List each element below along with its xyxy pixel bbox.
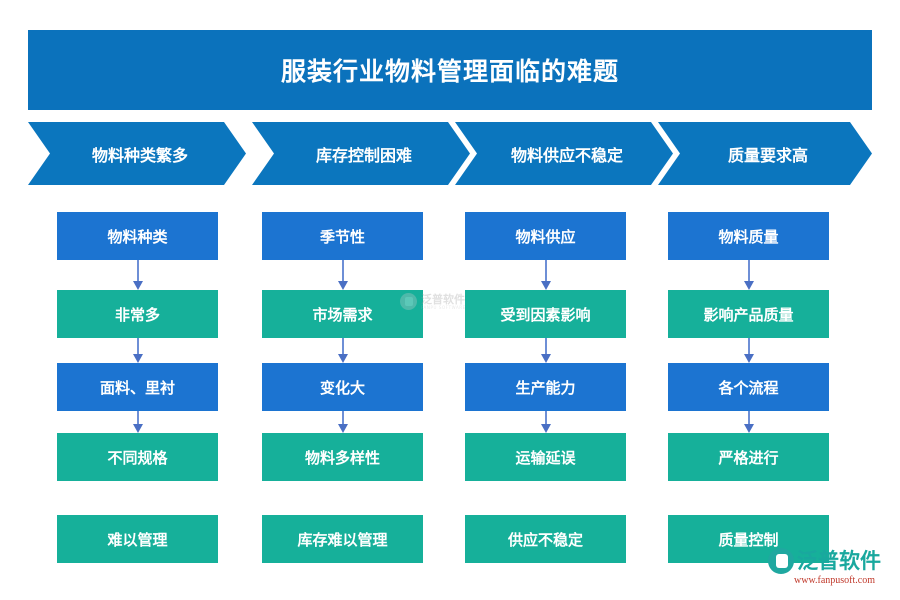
flow-box-c4-r5[interactable]: 质量控制 (668, 515, 829, 563)
flow-box-label: 库存难以管理 (297, 530, 388, 549)
brand-name: 泛普软件 (797, 548, 881, 573)
chevron-step-1[interactable]: 物料种类繁多 (28, 122, 246, 185)
chevron-step-2-label: 库存控制困难 (315, 145, 412, 165)
flow-box-c2-r2[interactable]: 市场需求 (262, 290, 423, 338)
arrow-down-icon (743, 260, 755, 290)
flow-box-c3-r3[interactable]: 生产能力 (465, 363, 626, 411)
chevron-step-3-label: 物料供应不稳定 (510, 145, 623, 165)
flow-box-c1-r2[interactable]: 非常多 (57, 290, 218, 338)
arrow-down-icon (132, 411, 144, 433)
flow-box-label: 非常多 (114, 305, 160, 324)
flow-box-c2-r4[interactable]: 物料多样性 (262, 433, 423, 481)
chevron-step-1-label: 物料种类繁多 (91, 145, 188, 165)
flow-box-label: 生产能力 (515, 378, 576, 397)
flow-box-label: 物料质量 (718, 227, 779, 246)
flow-box-label: 各个流程 (718, 378, 779, 397)
flow-box-label: 严格进行 (718, 448, 779, 467)
arrow-down-icon (132, 338, 144, 363)
flow-box-c2-r3[interactable]: 变化大 (262, 363, 423, 411)
flow-box-c3-r1[interactable]: 物料供应 (465, 212, 626, 260)
arrow-down-icon (540, 338, 552, 363)
flow-box-c1-r5[interactable]: 难以管理 (57, 515, 218, 563)
arrow-down-icon (337, 338, 349, 363)
flow-box-c3-r5[interactable]: 供应不稳定 (465, 515, 626, 563)
arrow-down-icon (337, 411, 349, 433)
flow-box-label: 受到因素影响 (500, 305, 591, 324)
flow-box-c4-r3[interactable]: 各个流程 (668, 363, 829, 411)
flow-box-label: 运输延误 (515, 448, 576, 467)
chevron-step-2[interactable]: 库存控制困难 (252, 122, 470, 185)
flow-box-c1-r4[interactable]: 不同规格 (57, 433, 218, 481)
arrow-down-icon (337, 260, 349, 290)
flow-box-c1-r1[interactable]: 物料种类 (57, 212, 218, 260)
title-banner: 服装行业物料管理面临的难题 (28, 30, 872, 110)
arrow-down-icon (743, 338, 755, 363)
flow-box-label: 物料供应 (515, 227, 576, 246)
chevron-step-3[interactable]: 物料供应不稳定 (455, 122, 673, 185)
brand-logo: 泛普软件 www.fanpusoft.com (768, 548, 881, 586)
flow-box-label: 难以管理 (107, 530, 168, 549)
flow-box-c4-r1[interactable]: 物料质量 (668, 212, 829, 260)
flow-box-label: 市场需求 (312, 305, 373, 324)
chevron-band: 物料种类繁多 库存控制困难 物料供应不稳定 质量要求高 (28, 122, 872, 185)
flow-box-c4-r2[interactable]: 影响产品质量 (668, 290, 829, 338)
watermark-name-en: FANPU SOFTWARE (421, 304, 466, 310)
chevron-step-4[interactable]: 质量要求高 (658, 122, 872, 185)
flow-box-label: 面料、里衬 (99, 378, 175, 397)
flow-box-label: 季节性 (319, 227, 365, 246)
chevron-step-4-label: 质量要求高 (727, 145, 808, 165)
arrow-down-icon (743, 411, 755, 433)
arrow-down-icon (132, 260, 144, 290)
brand-url: www.fanpusoft.com (794, 575, 876, 586)
brand-logo-icon (768, 548, 794, 574)
flow-box-label: 供应不稳定 (507, 530, 583, 549)
flow-box-label: 变化大 (319, 378, 365, 397)
flow-box-label: 影响产品质量 (703, 305, 794, 324)
page-title: 服装行业物料管理面临的难题 (280, 57, 619, 86)
flow-box-label: 物料多样性 (304, 448, 380, 467)
flow-box-c3-r4[interactable]: 运输延误 (465, 433, 626, 481)
flow-box-c2-r5[interactable]: 库存难以管理 (262, 515, 423, 563)
flow-box-c2-r1[interactable]: 季节性 (262, 212, 423, 260)
flow-box-label: 物料种类 (107, 227, 168, 246)
flow-box-label: 不同规格 (107, 448, 168, 467)
watermark-name-cn: 泛普软件 (421, 292, 465, 306)
flow-box-c1-r3[interactable]: 面料、里衬 (57, 363, 218, 411)
arrow-down-icon (540, 260, 552, 290)
arrow-down-icon (540, 411, 552, 433)
flow-box-label: 质量控制 (718, 530, 779, 549)
flow-box-c4-r4[interactable]: 严格进行 (668, 433, 829, 481)
flow-box-c3-r2[interactable]: 受到因素影响 (465, 290, 626, 338)
